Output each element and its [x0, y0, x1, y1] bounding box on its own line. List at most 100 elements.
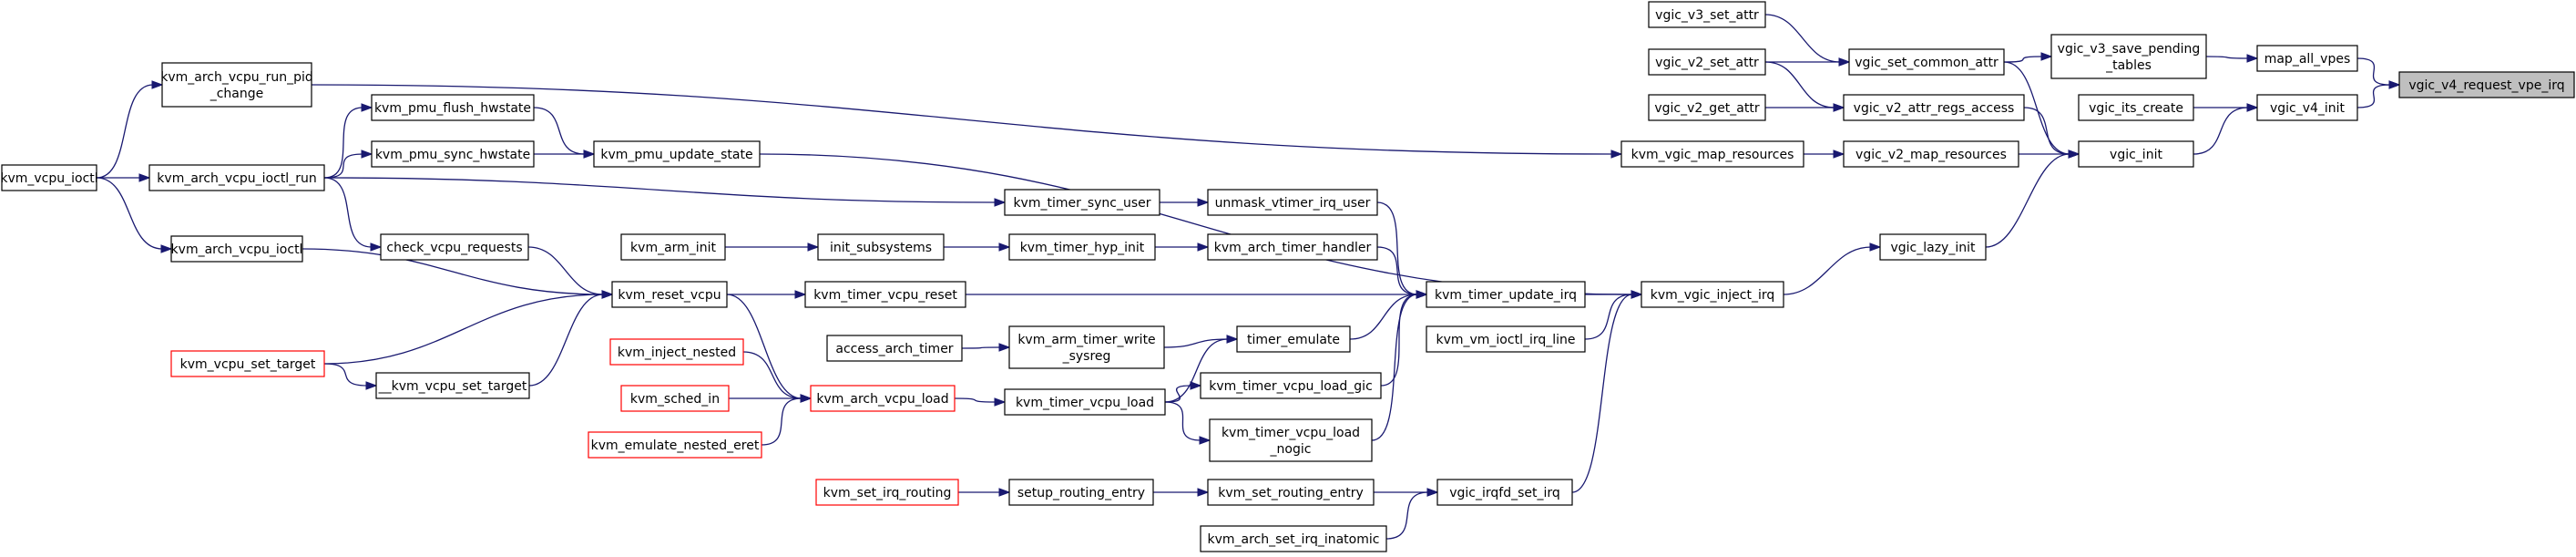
edge-vgic-its-create-to-vgic-v4-init: [2193, 103, 2259, 112]
node-kvm-set-routing-entry[interactable]: kvm_set_routing_entry: [1207, 479, 1375, 506]
node-kvm-pmu-sync-hwstate[interactable]: kvm_pmu_sync_hwstate: [371, 140, 535, 168]
node-label: kvm_arch_vcpu_load: [816, 392, 948, 407]
node-kvm-timer-hyp-init[interactable]: kvm_timer_hyp_init: [1008, 233, 1156, 261]
node-kvm-timer-sync-user[interactable]: kvm_timer_sync_user: [1004, 189, 1160, 216]
node-vgic-v4-init[interactable]: vgic_v4_init: [2256, 94, 2358, 121]
node-kvm-timer-update-irq[interactable]: kvm_timer_update_irq: [1426, 281, 1586, 308]
node-box: [1008, 479, 1154, 506]
node-vgic-irqfd-set-irq[interactable]: vgic_irqfd_set_irq: [1436, 479, 1573, 506]
arrowhead-icon: [160, 244, 173, 253]
node-kvm-pmu-update-state[interactable]: kvm_pmu_update_state: [593, 140, 761, 168]
node-box: [826, 335, 963, 362]
node-init-subsystems[interactable]: init_subsystems: [817, 233, 945, 261]
node-vgic-v2-attr-regs-access[interactable]: vgic_v2_attr_regs_access: [1843, 94, 2025, 121]
node-kvm-emulate-nested-eret[interactable]: kvm_emulate_nested_eret: [588, 431, 762, 459]
node-box: [1008, 233, 1156, 261]
edge-kvm-pmu-update-state-to-kvm-vgic-inject-irq: [759, 153, 1643, 299]
edge-vgic-v2-set-attr-to-vgic-v2-attr-regs-access: [1764, 61, 1845, 112]
node-kvm-pmu-flush-hwstate[interactable]: kvm_pmu_flush_hwstate: [371, 94, 535, 121]
node-kvm-timer-vcpu-load[interactable]: kvm_timer_vcpu_load: [1004, 388, 1166, 416]
node-box: [148, 164, 325, 191]
node-kvm-inject-nested[interactable]: kvm_inject_nested: [609, 338, 744, 366]
node-kvm-timer-vcpu-load-nogic[interactable]: kvm_timer_vcpu_load_nogic: [1209, 418, 1373, 462]
node-label: check_vcpu_requests: [386, 241, 522, 255]
node-kvm-sched-in[interactable]: kvm_sched_in: [620, 385, 730, 412]
node-label: kvm_reset_vcpu: [618, 288, 721, 303]
node-vgic-v2-get-attr[interactable]: vgic_v2_get_attr: [1648, 94, 1766, 121]
edge-kvm-vcpu-set-target-to-kvm-reset-vcpu: [528, 290, 614, 387]
node-kvm-arch-set-irq-inatomic[interactable]: kvm_arch_set_irq_inatomic: [1200, 525, 1387, 552]
node-map-all-vpes[interactable]: map_all_vpes: [2256, 45, 2358, 72]
node-kvm-arch-vcpu-ioctl-run[interactable]: kvm_arch_vcpu_ioctl_run: [148, 164, 325, 191]
node-label: vgic_its_create: [2089, 101, 2183, 116]
node-kvm-arch-vcpu-run-pid-change[interactable]: kvm_arch_vcpu_run_pid_change: [160, 62, 313, 108]
node-kvm-vgic-map-resources[interactable]: kvm_vgic_map_resources: [1620, 140, 1804, 168]
node-kvm-arm-timer-write-sysreg[interactable]: kvm_arm_timer_write_sysreg: [1008, 325, 1165, 369]
edge-kvm-vm-ioctl-irq-line-to-kvm-vgic-inject-irq: [1584, 290, 1643, 340]
node-box: [1207, 189, 1378, 216]
node-label: vgic_v2_map_resources: [1855, 148, 2007, 162]
node-kvm-arch-vcpu-ioctl[interactable]: kvm_arch_vcpu_ioctl: [170, 235, 303, 263]
node-kvm-set-irq-routing[interactable]: kvm_set_irq_routing: [815, 479, 959, 506]
node-box: [371, 94, 535, 121]
node-kvm-reset-vcpu[interactable]: kvm_reset_vcpu: [611, 281, 728, 308]
node-kvm-vcpu-ioctl[interactable]: kvm_vcpu_ioctl: [0, 164, 98, 191]
node-kvm-vm-ioctl-irq-line[interactable]: kvm_vm_ioctl_irq_line: [1426, 325, 1586, 353]
node-box: [1843, 140, 2019, 168]
node-box: [1008, 325, 1165, 369]
node-label: init_subsystems: [830, 241, 932, 255]
node-kvm-arch-vcpu-load[interactable]: kvm_arch_vcpu_load: [810, 385, 956, 412]
node-kvm-vcpu-set-target[interactable]: __kvm_vcpu_set_target: [375, 372, 530, 399]
edge-kvm-timer-vcpu-load-nogic-to-kvm-timer-update-irq: [1371, 290, 1428, 441]
arrowhead-icon: [151, 80, 164, 89]
node-vgic-v4-request-vpe-irq: vgic_v4_request_vpe_irq: [2398, 71, 2575, 98]
node-box: [371, 140, 535, 168]
edge-map-all-vpes-to-vgic-v4-request-vpe-irq: [2356, 57, 2401, 89]
node-label: vgic_v3_set_attr: [1655, 8, 1759, 23]
node-vgic-v2-map-resources[interactable]: vgic_v2_map_resources: [1843, 140, 2019, 168]
node-unmask-vtimer-irq-user[interactable]: unmask_vtimer_irq_user: [1207, 189, 1378, 216]
edge-kvm-vgic-map-resources-to-vgic-v2-map-resources: [1803, 150, 1845, 159]
node-kvm-timer-vcpu-load-gic[interactable]: kvm_timer_vcpu_load_gic: [1200, 372, 1382, 399]
node-label: access_arch_timer: [835, 342, 953, 356]
node-check-vcpu-requests[interactable]: check_vcpu_requests: [380, 233, 529, 261]
edge-kvm-set-irq-routing-to-setup-routing-entry: [958, 488, 1011, 497]
node-label: vgic_v4_init: [2270, 101, 2346, 116]
node-box: [1004, 189, 1160, 216]
node-kvm-vcpu-set-target[interactable]: kvm_vcpu_set_target: [170, 350, 325, 377]
arrowhead-icon: [998, 343, 1011, 352]
arrowhead-icon: [998, 488, 1011, 497]
node-label: kvm_arm_timer_write: [1017, 333, 1155, 347]
node-label: vgic_v4_request_vpe_irq: [2408, 78, 2564, 93]
node-access-arch-timer[interactable]: access_arch_timer: [826, 335, 963, 362]
edge-kvm-reset-vcpu-to-kvm-timer-vcpu-reset: [727, 290, 807, 299]
node-vgic-v2-set-attr[interactable]: vgic_v2_set_attr: [1648, 48, 1766, 76]
node-label: kvm_set_irq_routing: [823, 486, 952, 500]
node-label: vgic_v3_save_pending: [2058, 42, 2201, 57]
node-vgic-its-create[interactable]: vgic_its_create: [2078, 94, 2194, 121]
node-timer-emulate[interactable]: timer_emulate: [1236, 325, 1351, 353]
node-box: [380, 233, 529, 261]
arrowhead-icon: [365, 381, 378, 390]
node-label: kvm_vgic_map_resources: [1631, 148, 1794, 162]
node-kvm-arch-timer-handler[interactable]: kvm_arch_timer_handler: [1207, 233, 1378, 261]
node-vgic-v3-save-pending-tables[interactable]: vgic_v3_save_pending_tables: [2050, 34, 2207, 79]
node-kvm-vgic-inject-irq[interactable]: kvm_vgic_inject_irq: [1641, 281, 1784, 308]
node-vgic-set-common-attr[interactable]: vgic_set_common_attr: [1848, 48, 2005, 76]
node-label: vgic_irqfd_set_irq: [1449, 486, 1560, 500]
node-box: [611, 281, 728, 308]
node-box: [1641, 281, 1784, 308]
node-box: [1209, 418, 1373, 462]
node-kvm-timer-vcpu-reset[interactable]: kvm_timer_vcpu_reset: [804, 281, 966, 308]
arrowhead-icon: [994, 397, 1007, 407]
edge-kvm-arch-vcpu-ioctl-run-to-kvm-timer-sync-user: [323, 177, 1007, 207]
node-setup-routing-entry[interactable]: setup_routing_entry: [1008, 479, 1154, 506]
node-vgic-lazy-init[interactable]: vgic_lazy_init: [1879, 233, 1987, 261]
node-vgic-v3-set-attr[interactable]: vgic_v3_set_attr: [1648, 1, 1766, 28]
node-label: kvm_timer_vcpu_load: [1016, 396, 1154, 410]
node-label: vgic_set_common_attr: [1855, 56, 1998, 70]
node-kvm-arm-init[interactable]: kvm_arm_init: [620, 233, 726, 261]
node-label: vgic_v2_attr_regs_access: [1854, 101, 2015, 116]
node-vgic-init[interactable]: vgic_init: [2078, 140, 2194, 168]
